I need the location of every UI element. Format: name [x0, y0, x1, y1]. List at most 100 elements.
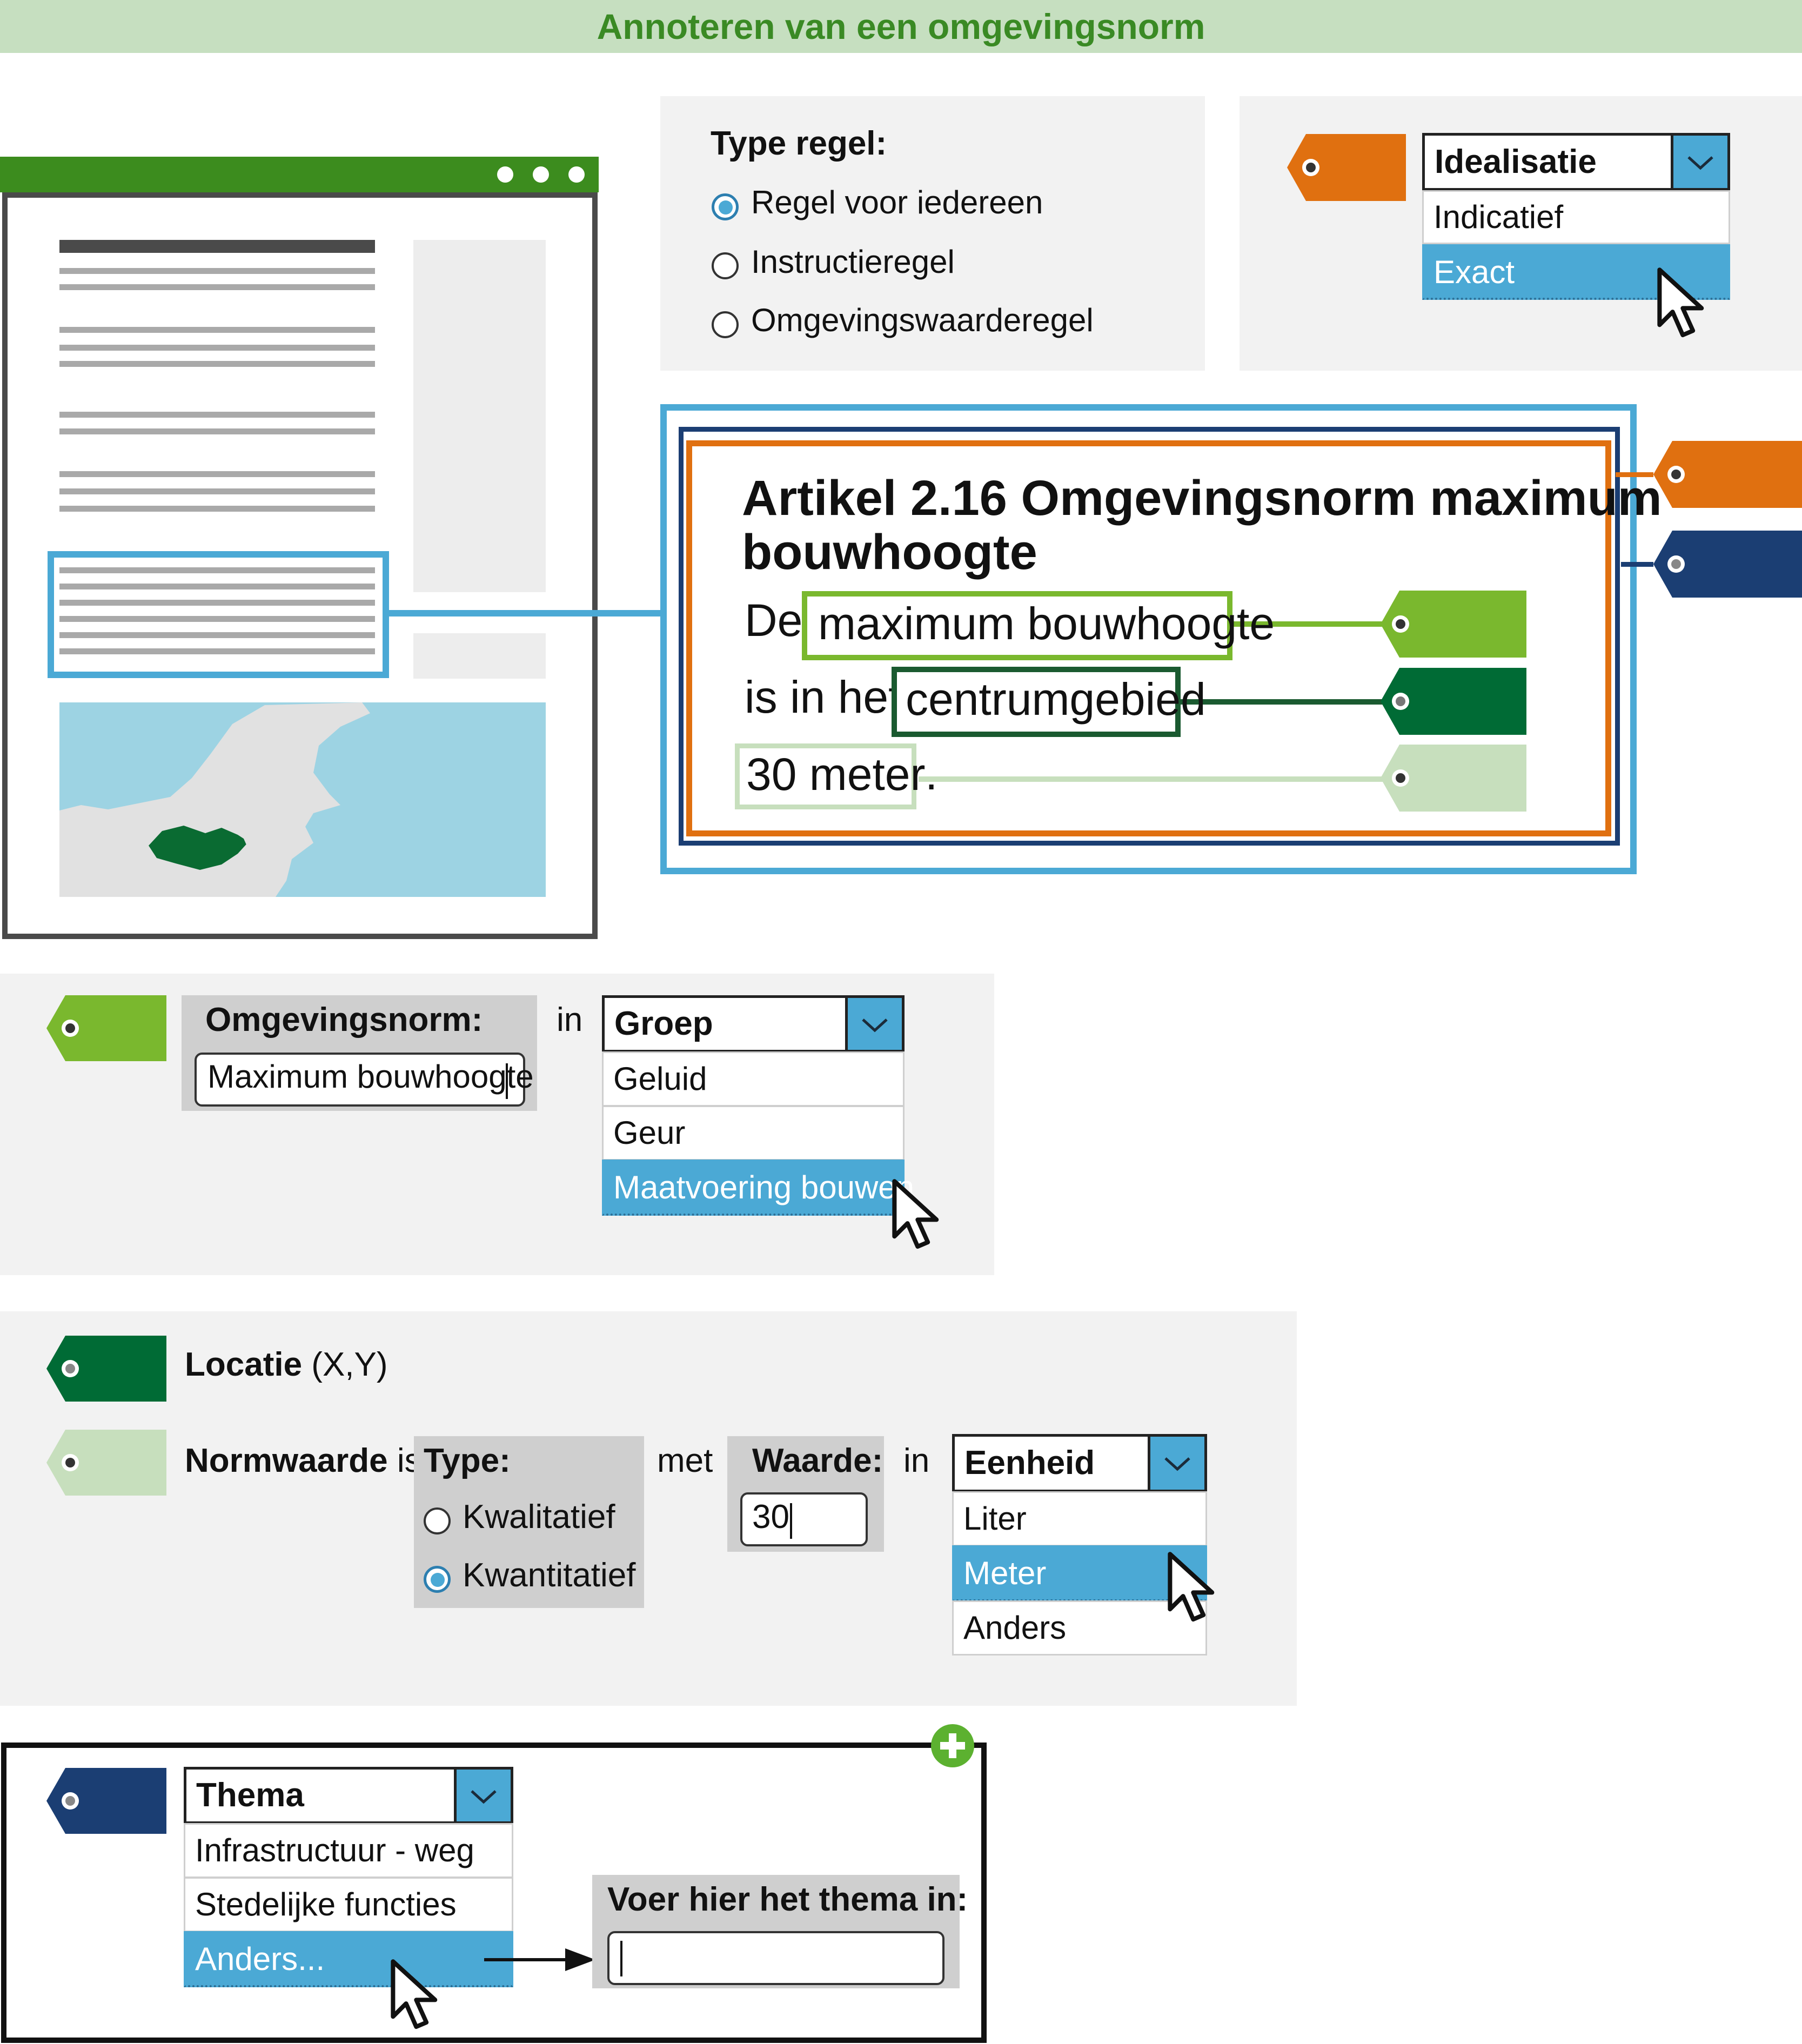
text-caret	[790, 1503, 792, 1539]
document-map	[59, 702, 546, 897]
document-text-line	[59, 506, 375, 512]
value-annotation-box[interactable]: 30 meter	[735, 743, 926, 809]
in-label: in	[903, 1442, 930, 1479]
article-text: is in het	[745, 672, 901, 722]
chevron-down-icon	[467, 1786, 500, 1807]
selection-connector	[389, 610, 660, 616]
arrow-right-icon	[484, 1948, 595, 1971]
groep-option-geur[interactable]: Geur	[602, 1105, 905, 1161]
eenheid-dropdown-button[interactable]	[1148, 1434, 1207, 1492]
radio-regel-voor-iedereen[interactable]	[712, 193, 739, 220]
radio-kwalitatief[interactable]	[424, 1507, 451, 1534]
document-text-line	[59, 428, 375, 434]
type-regel-label: Type regel:	[711, 125, 887, 162]
select-label: Idealisatie	[1435, 143, 1597, 180]
groep-dropdown-button[interactable]	[845, 995, 905, 1053]
tag-icon	[46, 1430, 166, 1496]
norm-annotation-box[interactable]: maximum bouwhoogte	[802, 591, 1275, 660]
window-dot-icon	[497, 166, 513, 183]
radio-label: Kwalitatief	[463, 1498, 615, 1536]
document-text-line	[59, 268, 375, 274]
groep-option-maatvoering-bouwen[interactable]: Maatvoering bouwen	[602, 1160, 914, 1216]
normwaarde-label: Normwaarde	[185, 1442, 388, 1479]
tag-icon	[1653, 441, 1802, 508]
tag-icon	[1381, 668, 1526, 735]
location-connector	[1178, 699, 1386, 705]
tag-icon	[46, 1336, 166, 1402]
radio-kwantitatief[interactable]	[424, 1566, 451, 1593]
document-text-line	[59, 600, 375, 606]
locatie-coords: (X,Y)	[311, 1346, 388, 1383]
article-period: .	[925, 748, 938, 799]
cursor-icon	[390, 1958, 441, 2032]
plus-icon[interactable]	[929, 1723, 976, 1769]
cursor-icon	[1167, 1551, 1218, 1624]
window-dot-icon	[533, 166, 549, 183]
text-caret	[506, 1063, 508, 1099]
header-bar	[0, 0, 1802, 53]
article-text: De	[745, 595, 803, 646]
type-regel-panel	[660, 96, 1205, 371]
document-text-line	[59, 471, 375, 477]
text-caret	[620, 1941, 622, 1976]
document-text-line	[59, 584, 375, 589]
value-connector	[919, 776, 1386, 782]
omgevingsnorm-input[interactable]: Maximum bouwhoogte	[195, 1053, 534, 1107]
normwaarde-line: Normwaarde is	[185, 1442, 421, 1480]
document-text-line	[59, 648, 375, 654]
document-text-line	[59, 345, 375, 351]
norm-connector	[1232, 621, 1386, 627]
document-heading-line	[59, 240, 375, 253]
locatie-label: Locatie	[185, 1346, 303, 1383]
idealisatie-connector	[1616, 472, 1653, 477]
select-label: Thema	[196, 1777, 304, 1814]
document-sidebar-block	[413, 240, 546, 592]
met-label: met	[657, 1442, 713, 1479]
select-label: Groep	[614, 1005, 713, 1042]
idealisatie-dropdown-button[interactable]	[1671, 133, 1730, 191]
thema-input[interactable]	[607, 1931, 944, 1985]
radio-omgevingswaarderegel[interactable]	[712, 311, 739, 338]
tag-icon	[1381, 745, 1526, 812]
document-text-line	[59, 327, 375, 333]
location-annotation-box[interactable]: centrumgebied	[892, 667, 1206, 737]
type-field-group	[414, 1436, 644, 1608]
input-value: Maximum bouwhoogte	[207, 1058, 534, 1095]
thema-dropdown-button[interactable]	[454, 1767, 513, 1824]
eenheid-option-liter[interactable]: Liter	[952, 1491, 1207, 1546]
location-term: centrumgebied	[906, 674, 1206, 725]
idealisatie-option-indicatief[interactable]: Indicatief	[1422, 190, 1730, 244]
input-value: 30	[752, 1498, 789, 1536]
value-term: 30 meter	[746, 749, 926, 800]
chevron-down-icon	[1684, 152, 1717, 173]
document-text-line	[59, 488, 375, 494]
thema-connector	[1621, 562, 1653, 567]
radio-instructieregel[interactable]	[712, 252, 739, 279]
eenheid-option-anders[interactable]: Anders	[952, 1600, 1207, 1656]
norm-term: maximum bouwhoogte	[818, 598, 1275, 649]
groep-option-geluid[interactable]: Geluid	[602, 1051, 905, 1107]
thema-option-stedelijke-functies[interactable]: Stedelijke functies	[184, 1877, 513, 1932]
map-land-icon	[59, 702, 370, 897]
thema-input-label: Voer hier het thema in:	[607, 1881, 968, 1918]
eenheid-option-meter[interactable]: Meter	[952, 1545, 1207, 1601]
chevron-down-icon	[1161, 1453, 1194, 1475]
selected-article-block[interactable]	[48, 551, 389, 678]
idealisatie-option-exact[interactable]: Exact	[1422, 244, 1730, 300]
thema-option-anders[interactable]: Anders...	[184, 1931, 513, 1987]
chevron-down-icon	[859, 1014, 891, 1036]
thema-option-infrastructuur-weg[interactable]: Infrastructuur - weg	[184, 1823, 513, 1878]
locatie-line: Locatie (X,Y)	[185, 1345, 388, 1384]
select-label: Eenheid	[964, 1444, 1095, 1482]
tag-icon	[1653, 531, 1802, 598]
waarde-input[interactable]: 30	[740, 1492, 868, 1546]
document-text-line	[59, 284, 375, 290]
article-title: Artikel 2.16 Omgevingsnorm maximum	[742, 471, 1662, 526]
in-label: in	[557, 1001, 583, 1038]
radio-label: Kwantitatief	[463, 1557, 636, 1594]
groep-select[interactable]: Groep	[602, 995, 905, 1053]
article-frame-outer	[660, 404, 1637, 874]
tag-icon	[46, 1768, 166, 1834]
document-text-line	[59, 412, 375, 418]
article-frame-navy	[679, 427, 1620, 846]
